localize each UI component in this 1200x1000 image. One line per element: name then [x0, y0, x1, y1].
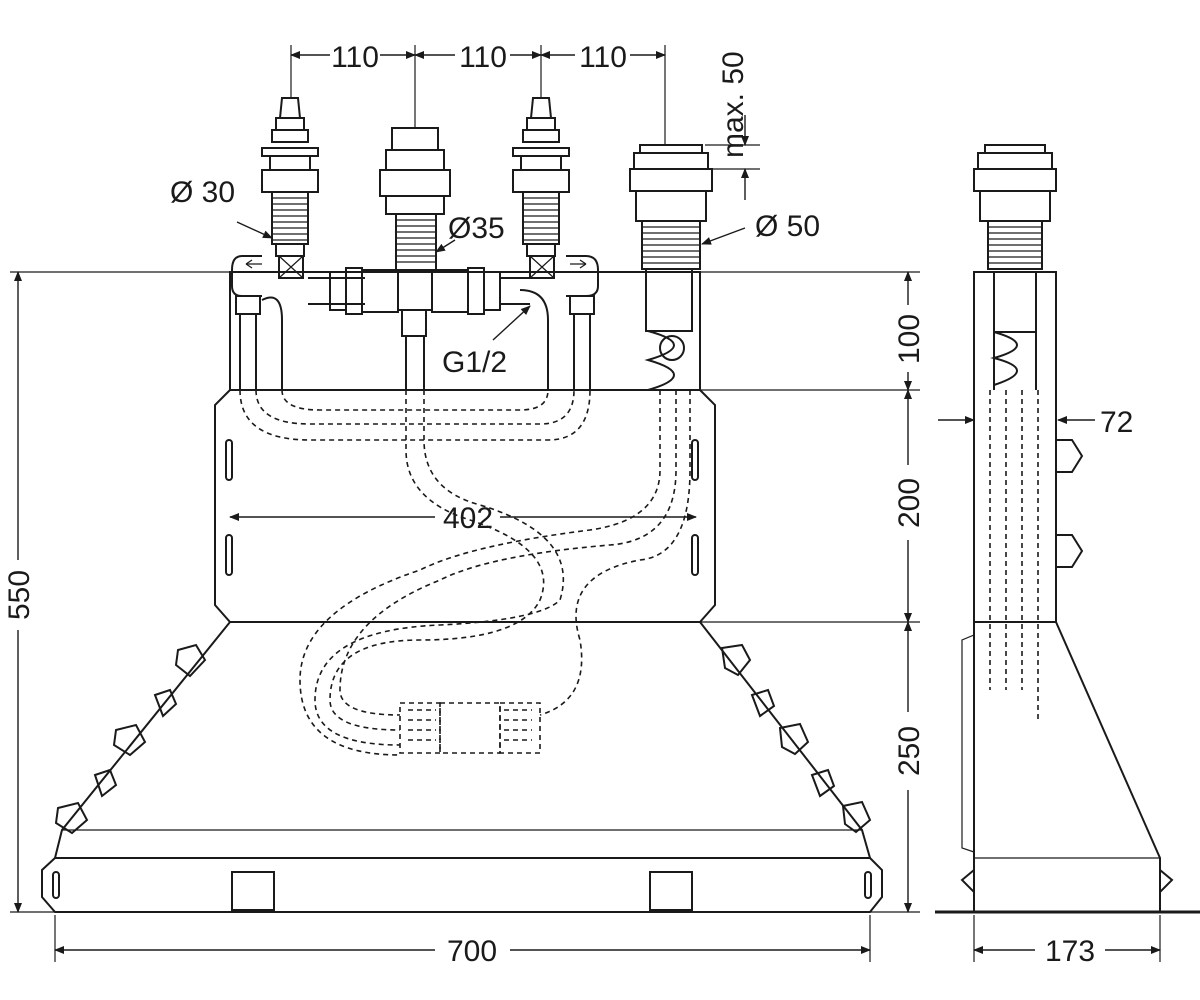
front-view	[10, 45, 920, 962]
side-hoses	[231, 255, 599, 390]
dimension-label-250: 250	[893, 726, 926, 776]
extension-lines	[10, 45, 920, 962]
dimension-lines	[14, 51, 1161, 954]
center-spout	[308, 127, 530, 390]
dimension-label-173: 173	[1045, 935, 1095, 968]
dimension-label-402: 402	[443, 502, 493, 535]
diameter-label-30: Ø 30	[170, 176, 235, 209]
dimension-label-110-a: 110	[331, 41, 379, 74]
dimension-label-100: 100	[893, 314, 926, 364]
left-valve	[261, 97, 319, 279]
dimension-label-550: 550	[3, 570, 36, 620]
hidden-hoses	[239, 389, 691, 756]
frame-body	[41, 271, 883, 913]
dimension-label-110-c: 110	[579, 41, 627, 74]
dimension-label-72: 72	[1100, 406, 1133, 439]
dimension-label-200: 200	[893, 478, 926, 528]
dimension-label-max-50: max. 50	[717, 51, 750, 158]
dimension-label-700: 700	[447, 935, 497, 968]
side-view	[935, 144, 1200, 962]
right-valve	[512, 97, 570, 279]
thread-label: G1/2	[442, 346, 507, 379]
dimension-labels: 110 110 110 max. 50 Ø 30 Ø35 Ø 50 G1/2 4…	[3, 41, 1133, 968]
diameter-label-50: Ø 50	[755, 210, 820, 243]
dimension-label-110-b: 110	[459, 41, 507, 74]
handshower-holder	[629, 144, 713, 391]
diameter-label-35: Ø35	[448, 212, 505, 245]
